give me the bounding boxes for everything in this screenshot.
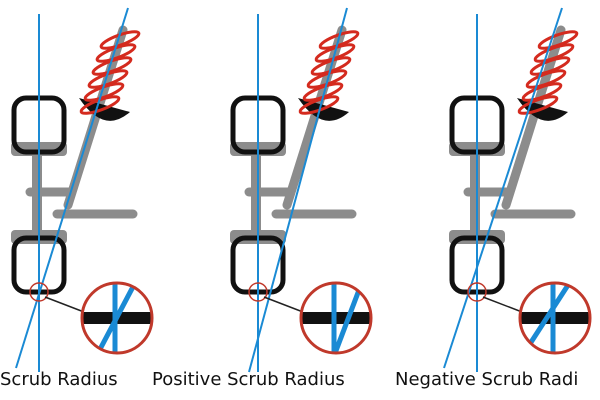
panel-zero <box>11 7 154 372</box>
scrub-radius-inset <box>518 281 592 355</box>
spring-coil <box>517 95 559 115</box>
label-positive-scrub-radius: Positive Scrub Radius <box>152 369 345 390</box>
label-negative-scrub-radius: Negative Scrub Radi <box>395 369 579 390</box>
contact-patch-marker <box>467 282 487 302</box>
contact-patch-marker <box>248 282 268 302</box>
inset-steering-axis <box>331 289 362 353</box>
contact-patch-marker <box>29 282 49 302</box>
inset-leader-line <box>482 296 523 313</box>
inset-leader-line <box>44 296 85 313</box>
scrub-radius-inset <box>299 281 373 355</box>
steering-axis-line <box>443 7 563 369</box>
panel-positive <box>230 7 373 373</box>
inset-content <box>82 283 152 353</box>
inset-steering-axis <box>95 283 138 353</box>
inset-content <box>301 283 371 353</box>
scrub-radius-inset <box>80 281 154 355</box>
label-zero-scrub-radius: Scrub Radius <box>0 369 118 390</box>
inset-border <box>299 281 373 355</box>
panel-negative <box>443 7 592 372</box>
inset-border <box>518 281 592 355</box>
steering-axis-line <box>248 7 348 373</box>
inset-content <box>520 283 590 353</box>
inset-steering-axis <box>523 283 573 352</box>
steering-axis-line <box>15 7 129 369</box>
inset-leader-line <box>263 296 304 313</box>
spring-coil <box>298 95 340 115</box>
inset-border <box>80 281 154 355</box>
